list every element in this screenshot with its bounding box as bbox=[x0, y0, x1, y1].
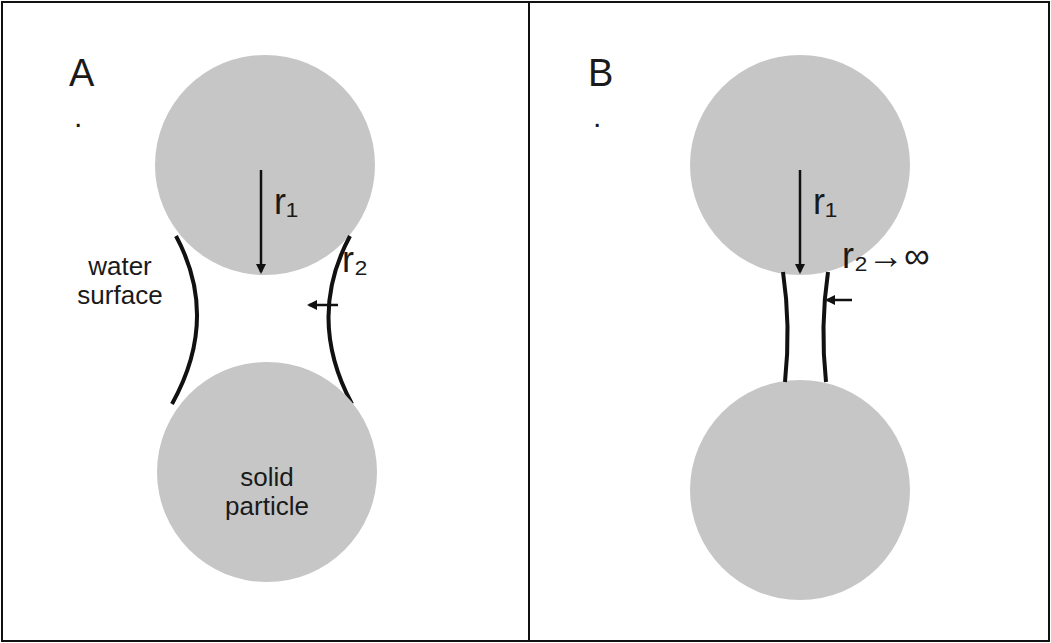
panel: B bbox=[528, 1, 1050, 642]
solid-particle: solid particle bbox=[157, 362, 377, 582]
radius-label: r₂→∞ bbox=[842, 236, 930, 276]
radius-label: r₂ bbox=[342, 240, 368, 280]
panel-letter: B bbox=[588, 53, 613, 95]
radius-label: r₁ bbox=[813, 182, 837, 222]
panel-letter: A bbox=[69, 53, 94, 95]
water-surface bbox=[823, 272, 828, 382]
radius-arrow bbox=[827, 299, 852, 302]
radius-arrow bbox=[799, 170, 802, 272]
water-surface-label: water surface bbox=[68, 252, 172, 309]
dot-mark: . bbox=[74, 100, 82, 133]
radius-label: r₁ bbox=[274, 182, 298, 222]
water-surface bbox=[172, 236, 197, 404]
dot-mark: . bbox=[593, 100, 601, 133]
radius-arrow bbox=[309, 304, 338, 307]
solid-particle bbox=[690, 380, 910, 600]
radius-arrow bbox=[260, 170, 263, 272]
water-surface bbox=[783, 272, 788, 382]
particle-label: solid particle bbox=[207, 463, 327, 520]
panel: Asolid particle bbox=[1, 1, 530, 642]
